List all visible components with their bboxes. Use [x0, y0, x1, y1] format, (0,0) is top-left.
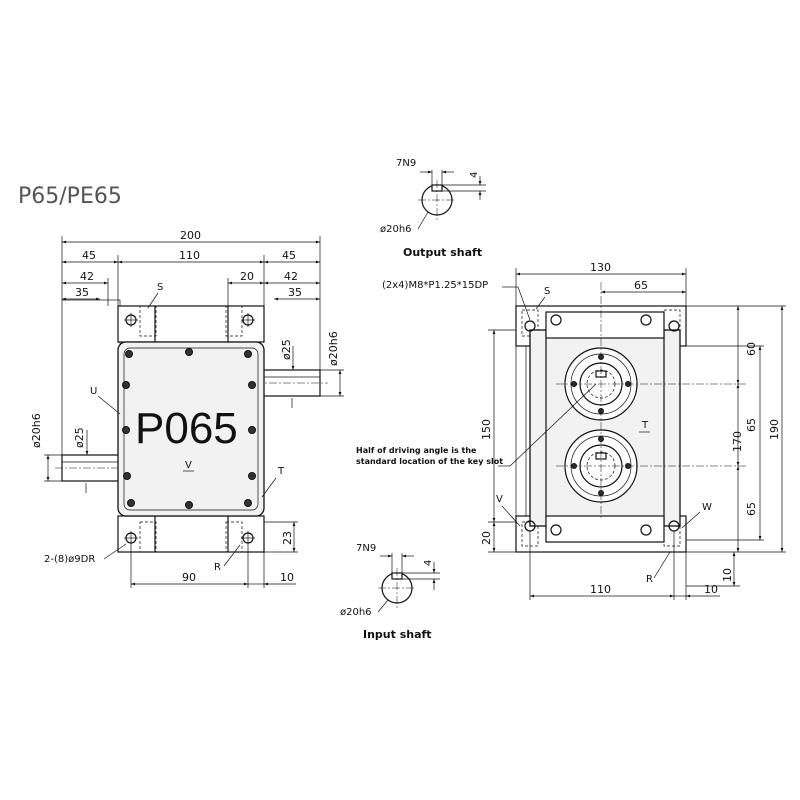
keyslot-note-line1: Half of driving angle is the [356, 446, 477, 455]
output-shaft-caption: Output shaft [403, 246, 482, 259]
dim-25-upper: ø25 [280, 339, 293, 360]
dim-35-left: 35 [75, 286, 89, 299]
output-key-width: 7N9 [396, 158, 416, 169]
dim-130: 130 [590, 261, 611, 274]
dim-23: 23 [281, 531, 294, 545]
dim-20h6-upper: ø20h6 [327, 331, 340, 366]
front-lug-holes [124, 313, 255, 545]
label-s-side: S [544, 286, 550, 297]
dim-65-top: 65 [634, 279, 648, 292]
dim-20h6-lower: ø20h6 [30, 413, 43, 448]
label-r-front: R [214, 562, 221, 573]
bolt-head [125, 350, 133, 358]
bolt-head [122, 381, 130, 389]
dim-25-lower: ø25 [73, 427, 86, 448]
input-shaft-fit: ø20h6 [340, 607, 372, 618]
dim-90: 90 [182, 571, 196, 584]
bolt-head [244, 350, 252, 358]
side-view: T 130 65 (2x4)M8*P1.25*15DP S 60 65 65 1… [356, 261, 786, 600]
input-key-width: 7N9 [356, 543, 376, 554]
dim-45-left: 45 [82, 249, 96, 262]
label-v-side: V [496, 494, 503, 505]
dim-190: 190 [768, 419, 781, 440]
dim-10-front: 10 [280, 571, 294, 584]
label-r-side: R [646, 574, 653, 585]
tap-hole-spec: (2x4)M8*P1.25*15DP [382, 280, 488, 291]
dim-42-right: 42 [284, 270, 298, 283]
dim-65-low: 65 [745, 502, 758, 516]
output-key-depth: 4 [469, 172, 480, 178]
label-s-front: S [157, 282, 163, 293]
dim-20: 20 [240, 270, 254, 283]
dim-10-side-v: 10 [721, 568, 734, 582]
bolt-head [185, 501, 193, 509]
bolt-head [248, 426, 256, 434]
dim-110-side: 110 [590, 583, 611, 596]
bolt-head [248, 472, 256, 480]
label-u: U [90, 386, 97, 397]
label-w: W [702, 502, 712, 513]
bolt-head [123, 472, 131, 480]
dim-65-mid: 65 [745, 418, 758, 432]
label-t-front: T [277, 466, 285, 477]
keyslot-note-line2: standard location of the key slot [356, 457, 503, 466]
dim-170: 170 [731, 431, 744, 452]
dim-150: 150 [480, 419, 493, 440]
dim-10-side-h: 10 [704, 583, 718, 596]
label-t-side: T [641, 420, 649, 431]
dim-42-left: 42 [80, 270, 94, 283]
output-shaft-detail: 7N9 4 ø20h6 Output shaft [380, 158, 486, 259]
front-body-bolts [122, 348, 256, 509]
bolt-head [127, 499, 135, 507]
drawing-title: P65/PE65 [18, 184, 122, 209]
dim-20-side: 20 [480, 531, 493, 545]
input-shaft-caption: Input shaft [363, 628, 432, 641]
side-lug-holes [524, 314, 680, 536]
dim-35-right: 35 [288, 286, 302, 299]
input-shaft-detail: 7N9 4 ø20h6 Input shaft [340, 543, 440, 641]
label-v-front: V [185, 460, 192, 471]
bolt-head [244, 499, 252, 507]
front-view: P065 V 200 45 110 45 42 20 42 35 35 S U … [30, 229, 344, 588]
output-shaft-fit: ø20h6 [380, 224, 412, 235]
model-label: P065 [135, 404, 238, 453]
dim-110-top: 110 [179, 249, 200, 262]
dim-45-right: 45 [282, 249, 296, 262]
mount-hole-spec: 2-(8)ø9DR [44, 554, 95, 565]
bolt-head [185, 348, 193, 356]
bolt-head [248, 381, 256, 389]
dim-60: 60 [745, 342, 758, 356]
dim-200: 200 [180, 229, 201, 242]
input-key-depth: 4 [423, 560, 434, 566]
bolt-head [122, 426, 130, 434]
